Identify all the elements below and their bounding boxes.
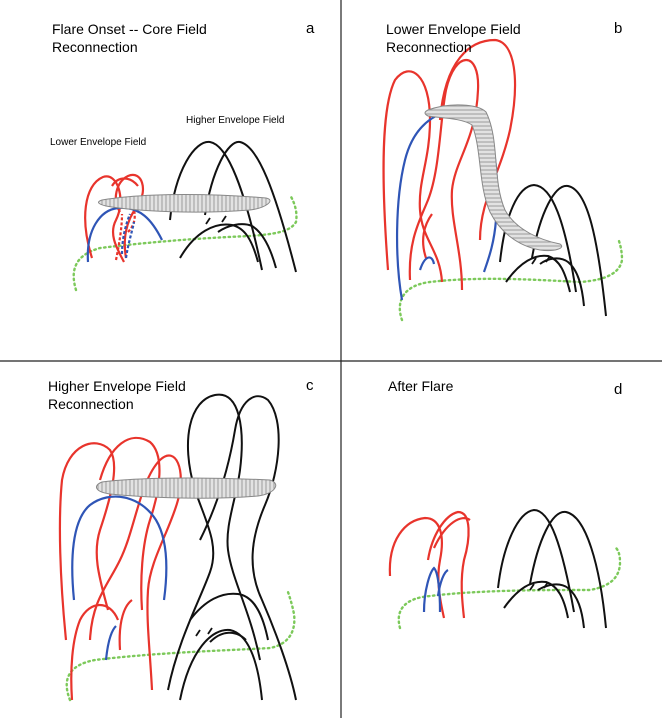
panel-b: [384, 40, 622, 320]
panel-b-letter: b: [614, 20, 622, 37]
flux-rope-b: [425, 105, 562, 251]
photosphere-line-d: [399, 548, 620, 628]
higher-envelope-field-label: Higher Envelope Field: [186, 115, 284, 126]
flux-rope-a: [99, 195, 270, 213]
panel-a-letter: a: [306, 20, 314, 37]
panel-c-title: Higher Envelope Field Reconnection: [48, 377, 186, 413]
lower-envelope-field-label: Lower Envelope Field: [50, 137, 146, 148]
panel-b-title: Lower Envelope Field Reconnection: [386, 20, 521, 56]
panel-a-title: Flare Onset -- Core Field Reconnection: [52, 20, 207, 56]
lower-envelope-loops-c: [60, 438, 181, 700]
panel-c-letter: c: [306, 377, 314, 394]
flux-rope-c: [96, 478, 275, 498]
higher-envelope-loops-c: [168, 395, 296, 700]
higher-envelope-loops-d: [498, 510, 606, 628]
panel-c: [60, 395, 296, 700]
lower-envelope-loops-d: [390, 512, 470, 618]
core-field-loops-d: [424, 568, 448, 612]
panel-d-title: After Flare: [388, 377, 453, 395]
panel-d: [390, 510, 620, 628]
panel-d-letter: d: [614, 381, 622, 398]
panel-a: [74, 142, 297, 290]
